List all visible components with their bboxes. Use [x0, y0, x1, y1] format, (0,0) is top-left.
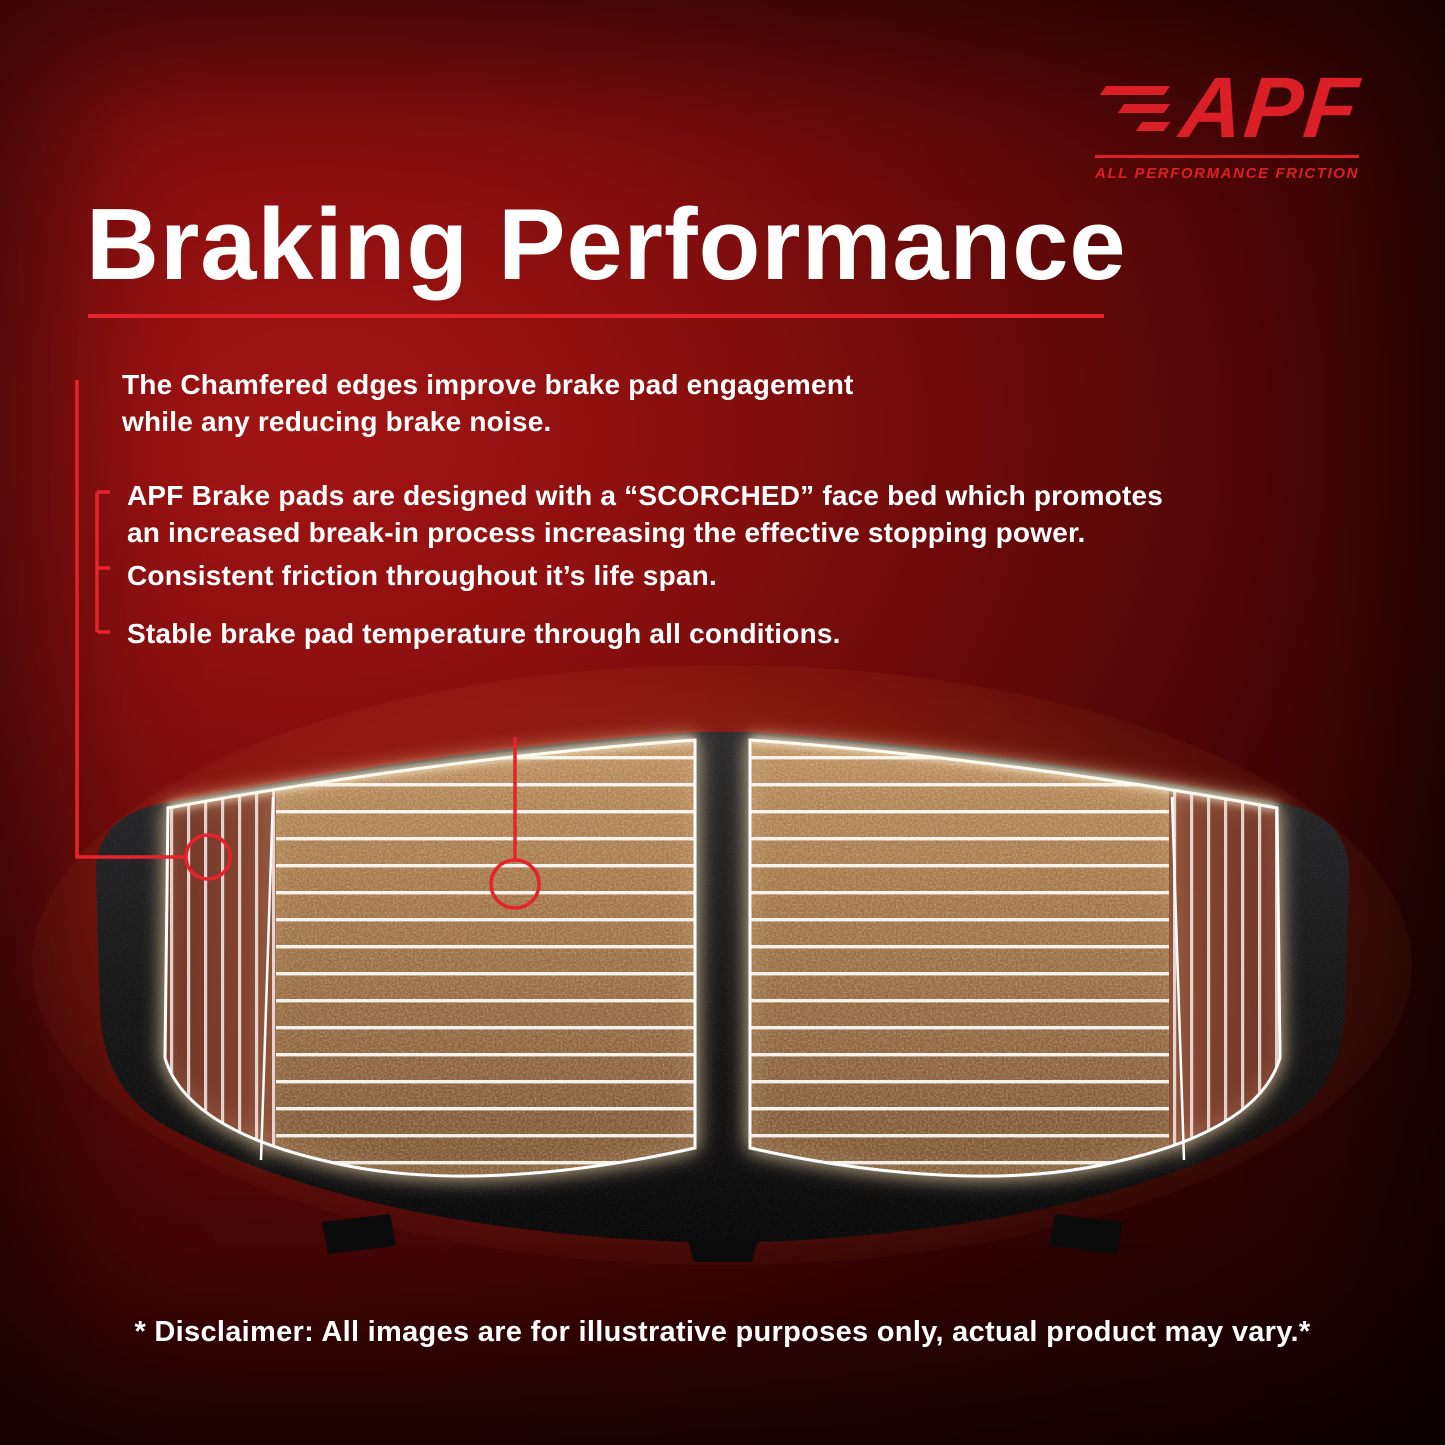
- bullet-stable-temperature: Stable brake pad temperature through all…: [127, 618, 841, 649]
- callout-ticks: [97, 490, 110, 634]
- apf-logo: APF ALL PERFORMANCE FRICTION: [1095, 60, 1364, 183]
- disclaimer-text: * Disclaimer: All images are for illustr…: [134, 1316, 1311, 1348]
- chamfered-edge-right: [1169, 790, 1280, 1177]
- callout-line-chamfer: [75, 380, 186, 859]
- chamfer-callout-circle: [184, 833, 232, 881]
- face-callout-circle: [489, 858, 541, 910]
- top-edge-highlight: [167, 737, 1278, 811]
- logo-text: APF: [1176, 60, 1365, 156]
- callout-lines: [75, 380, 541, 910]
- page-title: Braking Performance: [86, 189, 1127, 301]
- bullet-chamfered-edges: The Chamfered edges improve brake pad en…: [122, 369, 854, 437]
- speed-lines-icon: [1099, 86, 1171, 132]
- logo-rule: [1095, 155, 1359, 159]
- groove-lines-right: [750, 740, 1169, 1177]
- bullet-scorched-face: APF Brake pads are designed with a “SCOR…: [127, 480, 1164, 548]
- title-underline: [88, 314, 1104, 318]
- groove-lines-left: [276, 740, 695, 1177]
- logo-tagline: ALL PERFORMANCE FRICTION: [1095, 165, 1359, 183]
- chamfered-edge-left: [165, 790, 276, 1177]
- bullet-consistent-friction: Consistent friction throughout it’s life…: [127, 560, 717, 591]
